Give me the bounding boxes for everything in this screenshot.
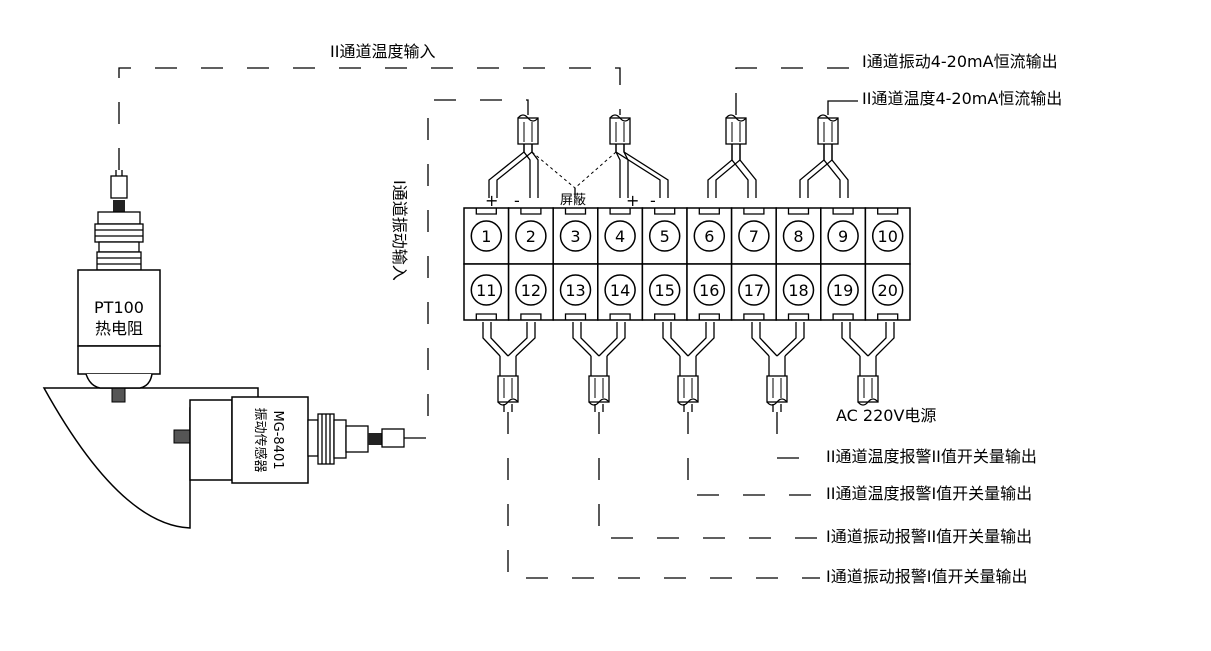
terminal-number: 4 — [615, 227, 625, 246]
terminal-number: 2 — [526, 227, 536, 246]
terminal-13: 13 — [552, 263, 599, 321]
ch1-vib-alarm-i-label: I通道振动报警I值开关量输出 — [826, 567, 1027, 586]
pt100-model-label: PT100 — [94, 298, 144, 317]
terminal-number: 12 — [521, 281, 541, 300]
terminal-number: 10 — [878, 227, 898, 246]
ch2-temp-current-out-wire — [827, 100, 858, 115]
terminal-number: 7 — [749, 227, 759, 246]
terminal-9: 9 — [820, 207, 867, 265]
terminal-7: 7 — [730, 207, 777, 265]
ch1-vib-input-wire — [404, 99, 529, 439]
ch1-vib-current-out-label: I通道振动4-20mA恒流输出 — [862, 52, 1058, 71]
terminal-number: 17 — [744, 281, 764, 300]
plus-sign-1: + — [485, 191, 498, 210]
terminal-number: 18 — [788, 281, 808, 300]
ac-power-label: AC 220V电源 — [836, 406, 936, 425]
terminal-number: 3 — [570, 227, 580, 246]
terminal-11: 11 — [463, 263, 510, 321]
vibration-sensor: MG-8401 振动传感器 — [189, 396, 405, 484]
terminal-number: 13 — [565, 281, 585, 300]
ch2-temp-input-wire — [118, 67, 621, 170]
terminal-number: 15 — [655, 281, 675, 300]
terminal-6: 6 — [686, 207, 733, 265]
terminal-number: 6 — [704, 227, 714, 246]
ch2-temp-alarm-ii-wire — [776, 412, 820, 459]
ch2-temp-alarm-i-wire — [687, 412, 820, 496]
vib-sensor-name-label: 振动传感器 — [252, 407, 268, 472]
ch2-temp-alarm-i-label: II通道温度报警I值开关量输出 — [826, 484, 1032, 503]
terminal-5: 5 — [641, 207, 688, 265]
ch2-temp-current-out-label: II通道温度4-20mA恒流输出 — [862, 89, 1062, 108]
terminal-number: 9 — [838, 227, 848, 246]
ch2-temp-input-label: II通道温度输入 — [330, 42, 435, 61]
bottom-cables — [482, 322, 895, 412]
terminal-8: 8 — [775, 207, 822, 265]
ch1-vib-current-out-wire — [735, 67, 858, 115]
vib-sensor-model-label: MG-8401 — [270, 410, 285, 469]
terminal-number: 19 — [833, 281, 853, 300]
terminal-12: 12 — [507, 263, 554, 321]
minus-sign-2: - — [514, 191, 520, 210]
terminal-16: 16 — [686, 263, 733, 321]
ch1-vib-alarm-i-wire — [507, 412, 820, 579]
ch2-temp-alarm-ii-label: II通道温度报警II值开关量输出 — [826, 447, 1037, 466]
terminal-bottom-row: 11 12 13 14 15 16 17 18 19 20 — [463, 263, 911, 321]
terminal-number: 14 — [610, 281, 630, 300]
terminal-number: 11 — [476, 281, 496, 300]
terminal-top-row: 1 2 3 4 5 6 7 8 9 10 — [463, 207, 911, 265]
terminal-3: 3 — [552, 207, 599, 265]
terminal-number: 16 — [699, 281, 719, 300]
terminal-2: 2 — [507, 207, 554, 265]
ch1-vib-input-label: I通道振动输入 — [390, 180, 409, 281]
terminal-18: 18 — [775, 263, 822, 321]
terminal-number: 1 — [481, 227, 491, 246]
terminal-20: 20 — [864, 263, 911, 321]
minus-sign-5: - — [650, 191, 656, 210]
terminal-17: 17 — [730, 263, 777, 321]
ch1-vib-alarm-ii-label: I通道振动报警II值开关量输出 — [826, 527, 1032, 546]
ch1-vib-alarm-ii-wire — [598, 412, 820, 539]
terminal-4: 4 — [597, 207, 644, 265]
terminal-10: 10 — [864, 207, 911, 265]
terminal-19: 19 — [820, 263, 867, 321]
terminal-number: 8 — [793, 227, 803, 246]
pt100-sensor: PT100 热电阻 — [77, 170, 161, 389]
terminal-number: 20 — [878, 281, 898, 300]
pt100-name-label: 热电阻 — [95, 319, 143, 338]
shield-label: 屏蔽 — [560, 193, 586, 208]
terminal-14: 14 — [597, 263, 644, 321]
terminal-1: 1 — [463, 207, 510, 265]
plus-sign-4: + — [626, 191, 639, 210]
terminal-number: 5 — [660, 227, 670, 246]
terminal-15: 15 — [641, 263, 688, 321]
top-cables — [488, 114, 849, 198]
